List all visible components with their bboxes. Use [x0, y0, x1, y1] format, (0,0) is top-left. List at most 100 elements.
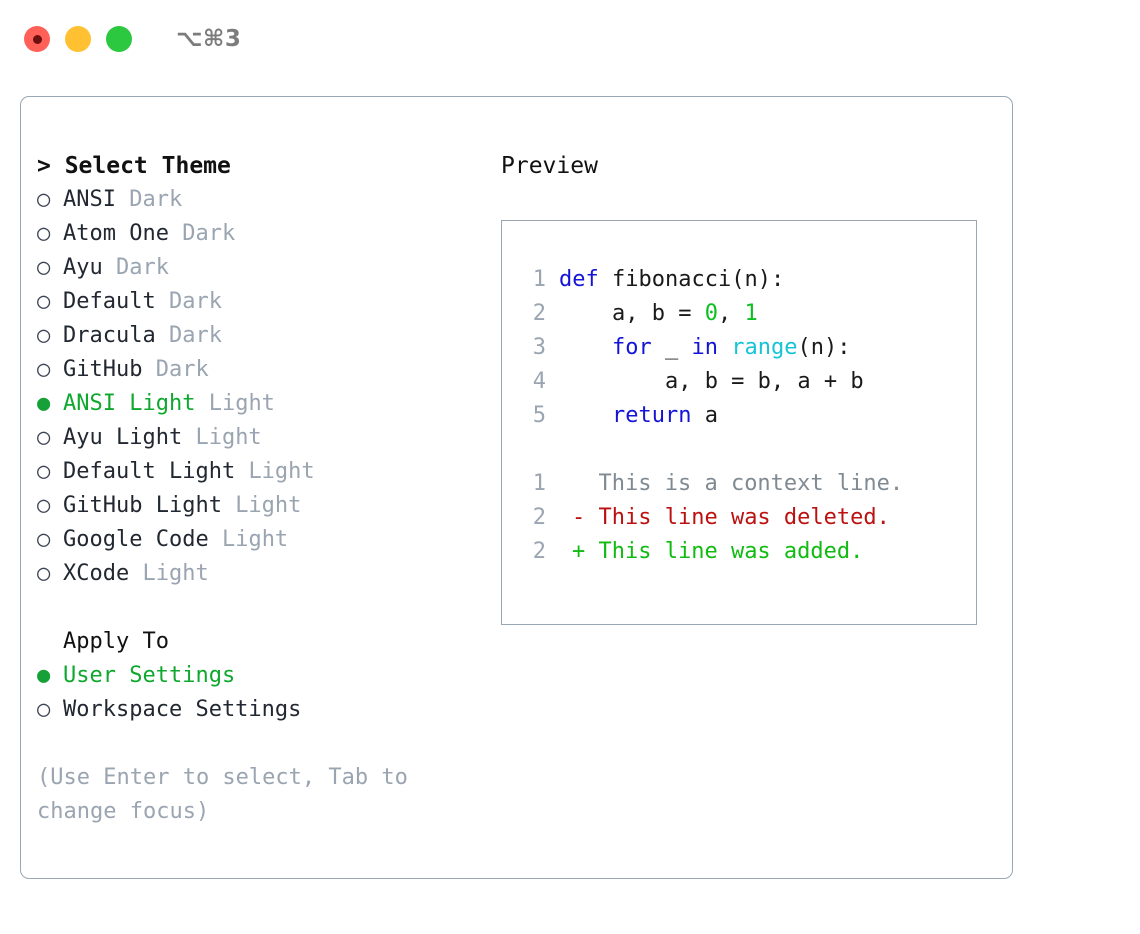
code-line-number: 5	[532, 403, 546, 428]
theme-option[interactable]: ○ XCode Light	[37, 557, 487, 591]
theme-option-variant: Light	[221, 527, 289, 552]
theme-option-variant: Light	[208, 391, 275, 416]
preview-title: Preview	[501, 153, 598, 179]
code-line: 3 for _ in range(n):	[520, 331, 976, 365]
diff-text: This line was added.	[585, 539, 864, 564]
radio-unselected-icon[interactable]: ○	[37, 697, 51, 722]
code-line-number: 1	[532, 267, 546, 292]
radio-selected-icon[interactable]: ●	[37, 663, 51, 688]
radio-unselected-icon[interactable]: ○	[37, 187, 51, 212]
apply-to-list[interactable]: ● User Settings ○Workspace Settings	[37, 659, 487, 727]
theme-list[interactable]: ○ANSI Dark○Atom One Dark○Ayu Dark○Defaul…	[37, 183, 487, 591]
theme-option[interactable]: ○Ayu Dark	[37, 251, 487, 285]
code-line: 2 a, b = 0, 1	[520, 297, 976, 331]
code-line: 4 a, b = b, a + b	[520, 365, 976, 399]
code-token: fibonacci(n):	[612, 267, 785, 292]
radio-unselected-icon[interactable]: ○	[37, 357, 51, 382]
diff-line-number: 2	[532, 539, 546, 564]
theme-option[interactable]: ● ANSI Light Light	[37, 387, 487, 421]
radio-unselected-icon[interactable]: ○	[37, 289, 51, 314]
keyboard-hint-text: (Use Enter to select, Tab to change focu…	[37, 765, 408, 824]
theme-option[interactable]: ○ Default Light Light	[37, 455, 487, 489]
code-token: 1	[744, 301, 758, 326]
theme-option-variant: Light	[195, 425, 262, 450]
diff-line-number: 1	[532, 471, 546, 496]
theme-selector-column: > Select Theme ○ANSI Dark○Atom One Dark○…	[37, 149, 487, 829]
radio-unselected-icon[interactable]: ○	[37, 493, 51, 518]
theme-option-label: Dracula	[63, 323, 169, 348]
radio-unselected-icon[interactable]: ○	[37, 221, 51, 246]
diff-line: 1 This is a context line.	[520, 467, 976, 501]
diff-line-number: 2	[532, 505, 546, 530]
diff-line: 2- This line was deleted.	[520, 501, 976, 535]
theme-option-label: ANSI Light	[63, 391, 209, 416]
theme-option-variant: Dark	[168, 289, 222, 314]
theme-option-label: Atom One	[63, 221, 183, 246]
theme-option[interactable]: ○ GitHub Dark	[37, 353, 487, 387]
code-token: a, b = b, a + b	[559, 369, 864, 394]
diff-sample: 1 This is a context line. 2 - This line wa…	[520, 467, 976, 569]
code-token: def	[559, 267, 599, 292]
theme-option-variant: Light	[235, 493, 302, 518]
theme-option-label: Ayu Light	[63, 425, 196, 450]
apply-to-option-label: User Settings	[63, 663, 236, 688]
theme-option-variant: Dark	[129, 187, 183, 212]
code-token: range	[731, 335, 798, 360]
code-token: 0	[704, 301, 718, 326]
theme-option-label: ANSI	[63, 187, 130, 212]
theme-option[interactable]: ○ GitHub Light Light	[37, 489, 487, 523]
diff-marker	[572, 471, 585, 496]
radio-unselected-icon[interactable]: ○	[37, 323, 51, 348]
radio-selected-icon[interactable]: ●	[37, 391, 51, 416]
code-token: a	[691, 403, 718, 428]
close-window-button[interactable]	[24, 26, 50, 52]
diff-text: This is a context line.	[585, 471, 904, 496]
code-token: ,	[717, 301, 745, 326]
theme-option-label: GitHub	[63, 357, 156, 382]
maximize-window-button[interactable]	[106, 26, 132, 52]
code-token: for	[611, 335, 652, 360]
theme-option-label: Default	[63, 289, 169, 314]
theme-option-variant: Dark	[168, 323, 222, 348]
code-line-number: 2	[532, 301, 546, 326]
theme-option-label: XCode	[63, 561, 143, 586]
keyboard-shortcut-label: ⌥⌘3	[176, 26, 242, 52]
code-line-number: 3	[532, 335, 546, 360]
code-token: in	[691, 335, 718, 360]
code-blank-line	[520, 433, 976, 467]
apply-to-option[interactable]: ● User Settings	[37, 659, 487, 693]
radio-unselected-icon[interactable]: ○	[37, 255, 51, 280]
radio-unselected-icon[interactable]: ○	[37, 459, 51, 484]
radio-unselected-icon[interactable]: ○	[37, 527, 51, 552]
code-line: 1 def fibonacci(n):	[520, 263, 976, 297]
code-line-number: 4	[532, 369, 546, 394]
diff-marker: +	[572, 539, 586, 564]
theme-option[interactable]: ○ ANSI Dark	[37, 183, 487, 217]
theme-option-variant: Dark	[115, 255, 169, 280]
window-controls	[24, 26, 132, 52]
title-bar: ⌥⌘3	[0, 0, 1140, 78]
theme-option[interactable]: ○Atom One Dark	[37, 217, 487, 251]
theme-option[interactable]: ○ Google Code Light	[37, 523, 487, 557]
code-token	[599, 267, 612, 292]
theme-option-variant: Dark	[155, 357, 209, 382]
radio-unselected-icon[interactable]: ○	[37, 425, 51, 450]
theme-option-variant: Light	[248, 459, 315, 484]
theme-option[interactable]: ○ Default Dark	[37, 285, 487, 319]
theme-option[interactable]: ○ Dracula Dark	[37, 319, 487, 353]
theme-option-variant: Light	[142, 561, 209, 586]
theme-option-label: Default Light	[63, 459, 249, 484]
theme-option[interactable]: ○ Ayu Light Light	[37, 421, 487, 455]
theme-option-label: Google Code	[63, 527, 222, 552]
code-token: _	[651, 335, 692, 360]
diff-marker: -	[572, 505, 586, 530]
diff-line: 2 + This line was added.	[520, 535, 976, 569]
radio-unselected-icon[interactable]: ○	[37, 561, 51, 586]
code-token: a, b =	[559, 301, 705, 326]
minimize-window-button[interactable]	[65, 26, 91, 52]
theme-option-label: GitHub Light	[63, 493, 236, 518]
apply-to-option[interactable]: ○Workspace Settings	[37, 693, 487, 727]
